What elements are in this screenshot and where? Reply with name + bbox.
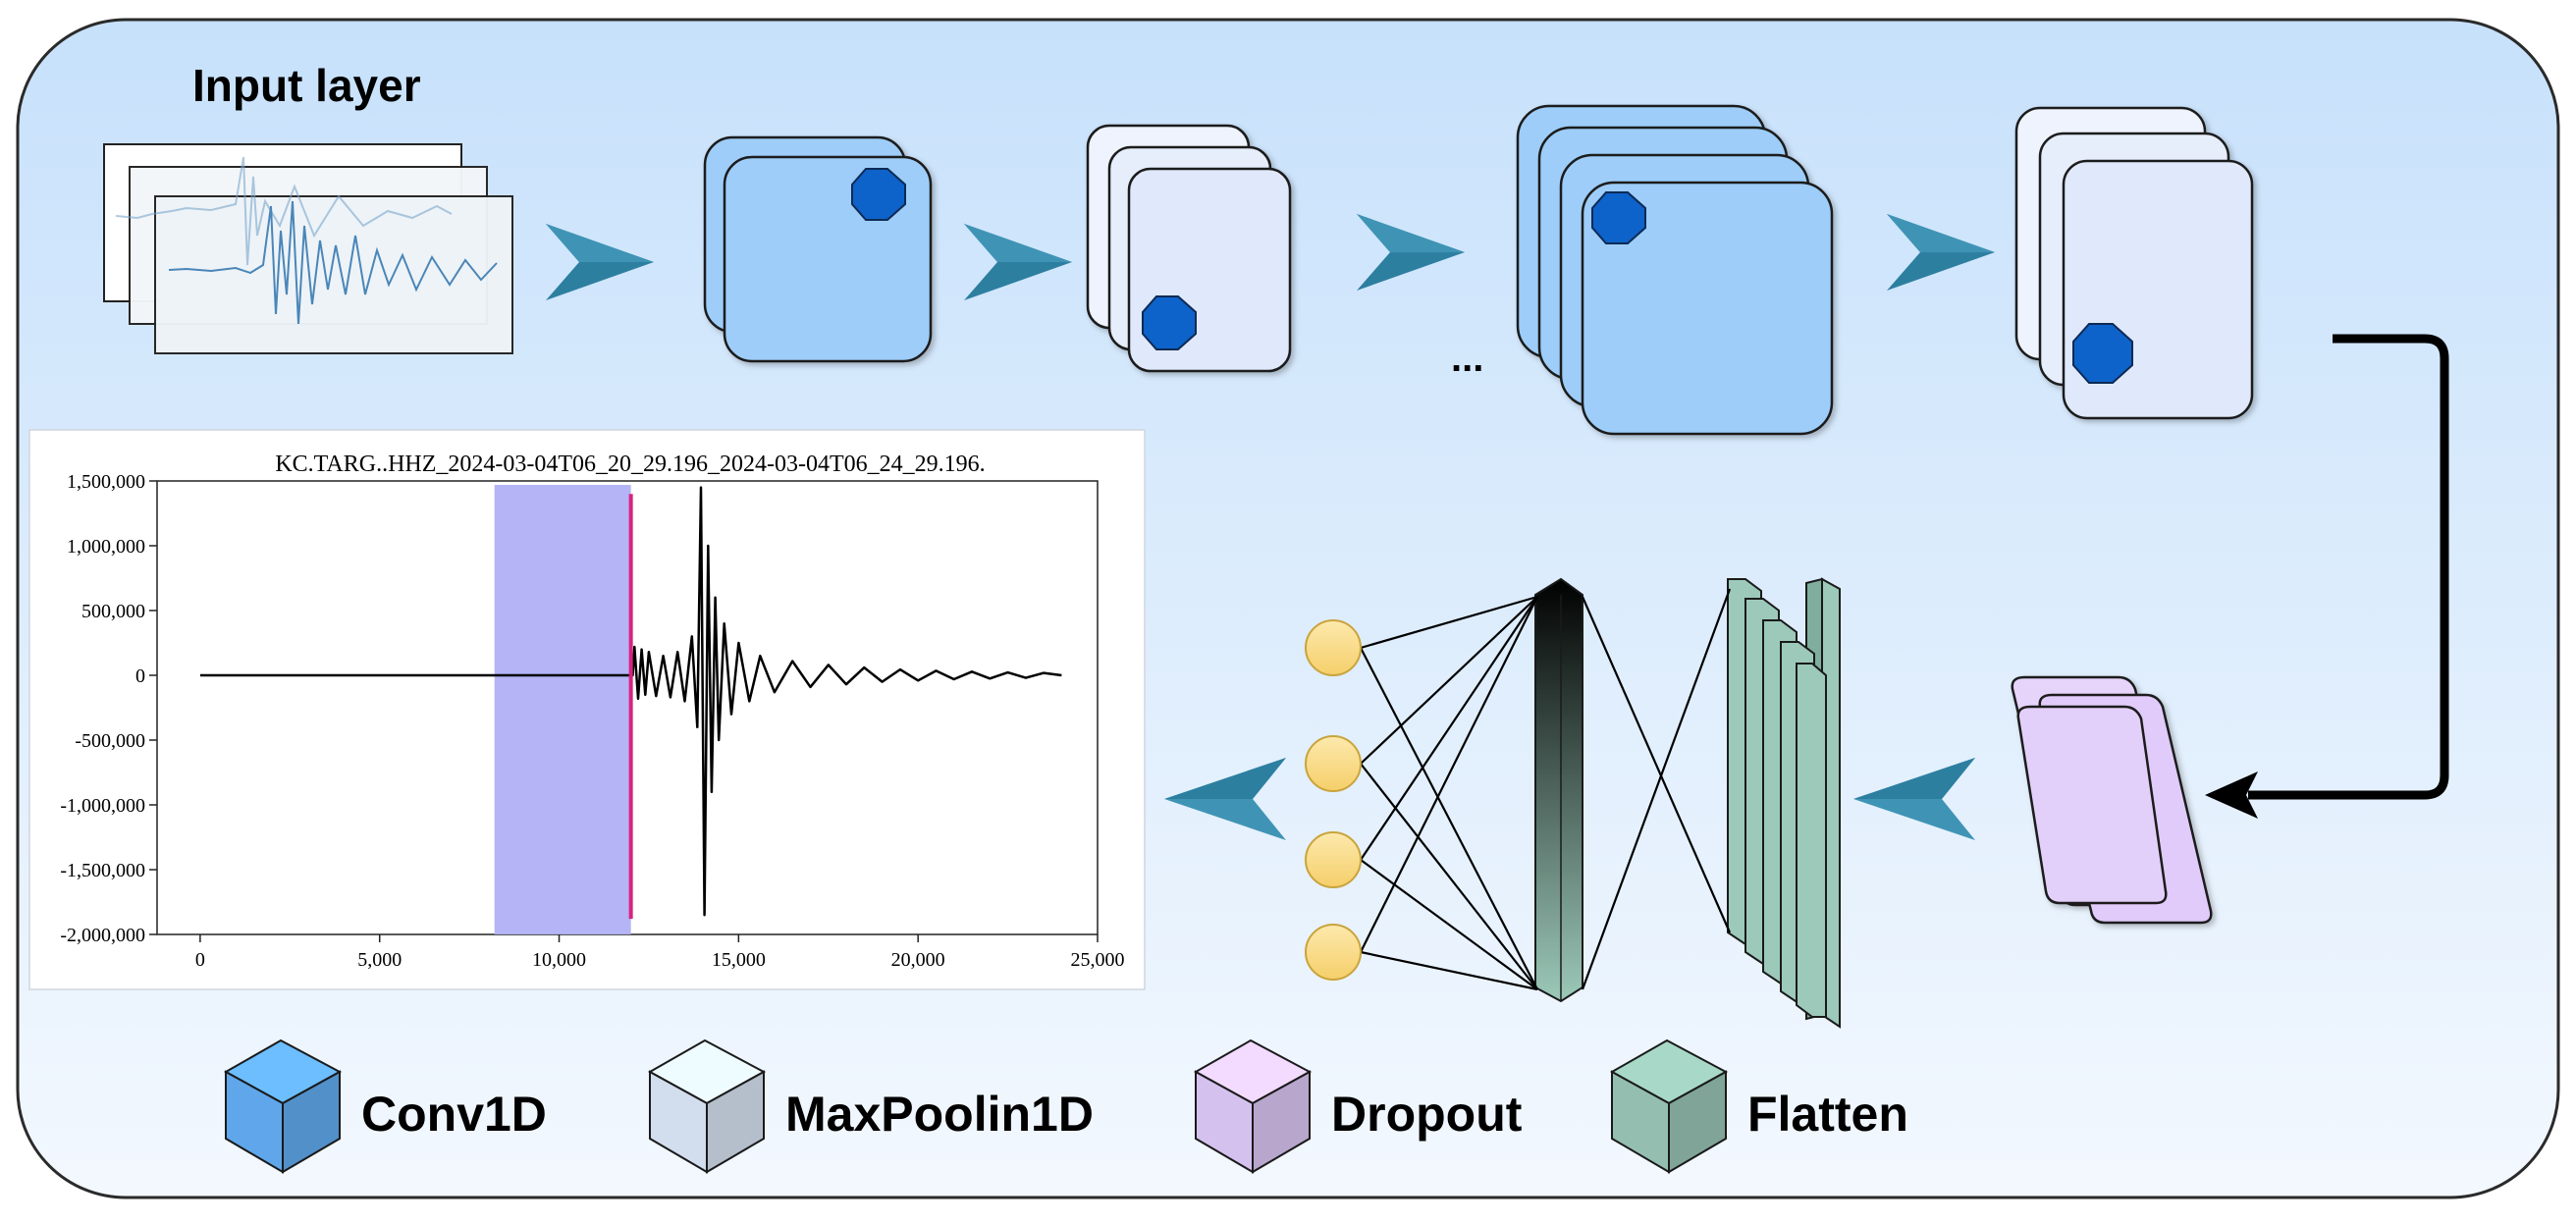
conv1d-block-2 (1516, 104, 1834, 436)
kernel-icon (1142, 295, 1197, 350)
y-tick-label: 1,500,000 (67, 471, 145, 493)
neuron (1305, 924, 1362, 981)
legend-item-maxpoolin1d: MaxPoolin1D (647, 1038, 1094, 1174)
plot-layer: 1,500,000 1,000,000 500,000 0 -500,000 -1,000… (60, 471, 1124, 971)
neuron (1305, 831, 1362, 888)
input-waveform-stack (103, 143, 513, 354)
cube-icon (647, 1038, 767, 1174)
dense-column (1534, 577, 1583, 1003)
conv1d-block-1 (703, 135, 933, 363)
neuron (1305, 619, 1362, 676)
connector-arrow (2205, 334, 2449, 819)
kernel-icon (851, 168, 906, 221)
cube-icon (1193, 1038, 1313, 1174)
x-tick-label: 15,000 (712, 949, 766, 971)
kernel-icon (1591, 191, 1646, 244)
legend-item-conv1d: Conv1D (223, 1038, 547, 1174)
shaded-window (494, 485, 631, 934)
neuron (1305, 735, 1362, 792)
flow-arrow-6 (1164, 758, 1286, 840)
cube-icon (223, 1038, 343, 1174)
x-tick-label: 25,000 (1071, 949, 1125, 971)
maxpool1d-block-1 (1086, 124, 1292, 373)
x-tick-label: 10,000 (532, 949, 586, 971)
flow-arrow-2 (964, 224, 1072, 300)
input-waveform-back (115, 156, 453, 266)
y-tick-label: -1,000,000 (60, 795, 145, 817)
flatten-staircase (1727, 578, 1827, 1018)
x-tick-label: 5,000 (357, 949, 402, 971)
waveform-series-0 (199, 486, 1062, 917)
y-tick-label: 1,000,000 (67, 536, 145, 558)
legend-label: MaxPoolin1D (785, 1087, 1094, 1142)
legend-label: Dropout (1331, 1087, 1523, 1142)
dropout-block (2011, 675, 2213, 925)
input-layer-label: Input layer (192, 60, 421, 111)
y-tick-label: -500,000 (75, 730, 145, 752)
legend-item-flatten: Flatten (1609, 1038, 1908, 1174)
cube-icon (1609, 1038, 1729, 1174)
x-tick-label: 20,000 (891, 949, 945, 971)
chart-title: KC.TARG..HHZ_2024-03-04T06_20_29.196_202… (275, 452, 985, 477)
flow-arrow-5 (1853, 758, 1975, 840)
flow-arrow-3 (1357, 214, 1465, 291)
y-tick-label: -2,000,000 (60, 925, 145, 946)
neuron-connections (1360, 588, 1732, 991)
flow-arrow-1 (546, 224, 654, 300)
y-tick-label: 0 (135, 665, 145, 687)
flow-arrow-4 (1887, 214, 1995, 291)
seismogram-chart-card: KC.TARG..HHZ_2024-03-04T06_20_29.196_202… (28, 429, 1146, 990)
y-tick-label: -1,500,000 (60, 860, 145, 881)
output-neurons (1305, 619, 1362, 981)
legend-label: Flatten (1747, 1087, 1908, 1142)
kernel-icon (2072, 323, 2133, 384)
y-tick-label: 500,000 (81, 601, 145, 622)
legend-label: Conv1D (361, 1087, 547, 1142)
input-waveform-front (168, 200, 498, 325)
x-tick-label: 0 (195, 949, 205, 971)
maxpool1d-block-2 (2014, 106, 2254, 420)
legend-item-dropout: Dropout (1193, 1038, 1523, 1174)
legend: Conv1D MaxPoolin1D Dropout Flatten (223, 1038, 1908, 1174)
ellipsis-text: ... (1451, 337, 1483, 380)
